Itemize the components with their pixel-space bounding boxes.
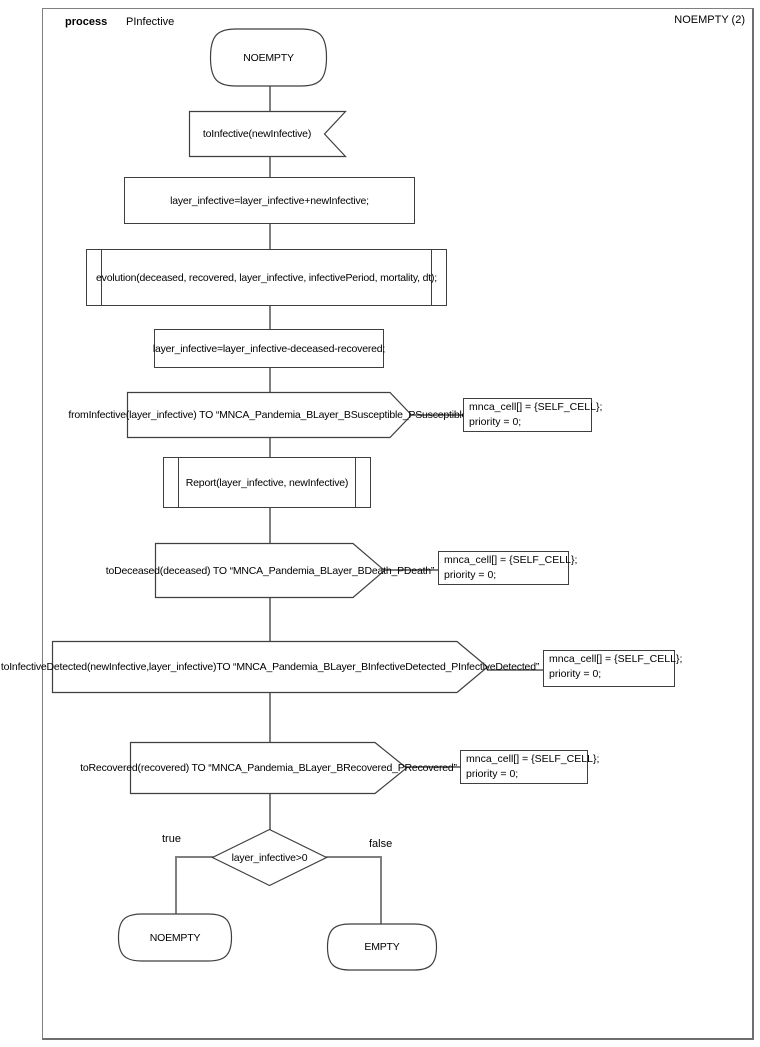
- state-empty-label: EMPTY: [364, 941, 400, 953]
- branch-false-line: [380, 856, 382, 924]
- procedure-bar: [431, 250, 432, 305]
- procedure-bar: [178, 458, 179, 507]
- connector-line: [269, 508, 271, 544]
- comment-connector: [384, 569, 438, 571]
- comment-to-infective-detected: mnca_cell[] = {SELF_CELL}; priority = 0;: [543, 650, 683, 687]
- comment-connector: [412, 414, 463, 416]
- output-from-infective: fromInfective(layer_infective) TO “MNCA_…: [68, 391, 471, 439]
- connector-line: [269, 223, 271, 250]
- task-add-label: layer_infective=layer_infective+newInfec…: [170, 194, 369, 207]
- diagram-frame: [42, 8, 754, 1040]
- output-to-recovered: toRecovered(recovered) TO “MNCA_Pandemia…: [80, 741, 457, 795]
- state-start: NOEMPTY: [209, 28, 328, 87]
- process-keyword: process: [65, 16, 108, 28]
- connector-line: [269, 86, 271, 112]
- comment-line: mnca_cell[] = {SELF_CELL};: [466, 753, 600, 765]
- connector-line: [269, 156, 271, 178]
- task-subtract-label: layer_infective=layer_infective-deceased…: [152, 342, 386, 355]
- branch-true-label: true: [162, 833, 181, 845]
- connector-line: [269, 437, 271, 458]
- procedure-evolution-label: evolution(deceased, recovered, layer_inf…: [96, 271, 437, 284]
- comment-line: mnca_cell[] = {SELF_CELL};: [469, 401, 603, 413]
- branch-false-label: false: [369, 838, 393, 850]
- task-add: layer_infective=layer_infective+newInfec…: [124, 177, 415, 224]
- comment-line: mnca_cell[] = {SELF_CELL};: [444, 554, 578, 566]
- comment-to-recovered: mnca_cell[] = {SELF_CELL}; priority = 0;: [460, 750, 600, 784]
- decision-layer-infective: layer_infective>0: [211, 828, 328, 887]
- input-signal: toInfective(newInfective): [188, 110, 347, 158]
- state-noempty: NOEMPTY: [117, 913, 233, 962]
- connector-line: [269, 305, 271, 330]
- output-to-deceased-label: toDeceased(deceased) TO “MNCA_Pandemia_B…: [105, 564, 435, 577]
- comment-line: priority = 0;: [549, 668, 602, 680]
- output-to-infective-detected-label: toInfectiveDetected(newInfective,layer_i…: [0, 661, 540, 673]
- output-to-recovered-label: toRecovered(recovered) TO “MNCA_Pandemia…: [80, 762, 457, 774]
- decision-label: layer_infective>0: [231, 851, 308, 864]
- connector-line: [269, 367, 271, 393]
- procedure-report-label: Report(layer_infective, newInfective): [185, 476, 349, 489]
- task-subtract: layer_infective=layer_infective-deceased…: [152, 329, 386, 368]
- connector-line: [269, 597, 271, 642]
- branch-true-line: [175, 856, 177, 914]
- connector-line: [269, 692, 271, 743]
- output-from-infective-label: fromInfective(layer_infective) TO “MNCA_…: [68, 409, 471, 421]
- procedure-report: Report(layer_infective, newInfective): [163, 457, 371, 508]
- comment-from-infective: mnca_cell[] = {SELF_CELL}; priority = 0;: [463, 398, 603, 432]
- state-empty: EMPTY: [326, 923, 438, 971]
- procedure-bar: [355, 458, 356, 507]
- output-to-deceased: toDeceased(deceased) TO “MNCA_Pandemia_B…: [105, 542, 435, 599]
- comment-connector: [487, 669, 543, 671]
- output-to-infective-detected: toInfectiveDetected(newInfective,layer_i…: [0, 640, 540, 694]
- comment-connector: [406, 766, 460, 768]
- process-name: PInfective: [126, 16, 175, 28]
- branch-false-line: [326, 856, 382, 858]
- input-signal-label: toInfective(newInfective): [202, 128, 312, 140]
- state-noempty-label: NOEMPTY: [149, 931, 201, 944]
- comment-line: priority = 0;: [466, 768, 519, 780]
- comment-line: priority = 0;: [469, 416, 522, 428]
- state-ref-label: NOEMPTY (2): [674, 14, 745, 26]
- comment-line: priority = 0;: [444, 569, 497, 581]
- procedure-evolution: evolution(deceased, recovered, layer_inf…: [86, 249, 447, 306]
- connector-line: [269, 793, 271, 831]
- state-start-label: NOEMPTY: [243, 51, 294, 64]
- comment-to-deceased: mnca_cell[] = {SELF_CELL}; priority = 0;: [438, 551, 578, 585]
- procedure-bar: [101, 250, 102, 305]
- comment-line: mnca_cell[] = {SELF_CELL};: [549, 653, 683, 665]
- branch-true-line: [176, 856, 213, 858]
